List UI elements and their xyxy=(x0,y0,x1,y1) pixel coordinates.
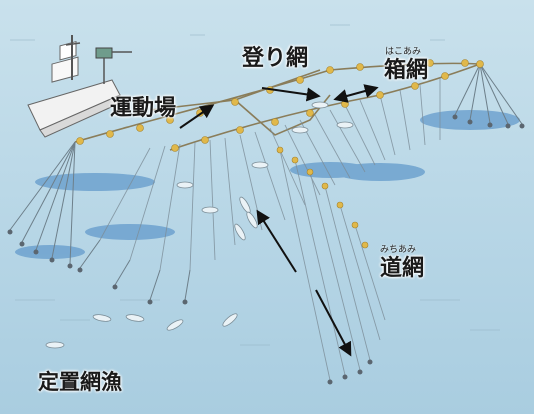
arrow-up-michiami xyxy=(256,209,297,273)
arrow-to-noboriami xyxy=(179,104,215,129)
fishing-boat-icon xyxy=(27,35,132,138)
net-mesh xyxy=(99,78,441,381)
label-undoba: 運動場 xyxy=(110,96,177,121)
flow-arrows xyxy=(179,84,379,357)
label-hakoami-ruby: はこあみ xyxy=(385,47,422,57)
label-michiami-ruby: みちあみ xyxy=(380,245,417,255)
floats xyxy=(76,59,484,249)
label-hakoami: 箱網 xyxy=(384,58,429,83)
arrow-hakoami-both xyxy=(333,84,379,103)
label-noboriami: 登り網 xyxy=(242,46,309,71)
fish-icon xyxy=(45,101,354,349)
label-michiami: 道網 xyxy=(380,256,425,281)
anchor-weight-icon xyxy=(7,114,525,385)
seaweed-patches xyxy=(15,110,520,259)
arrow-to-hakoami xyxy=(261,87,321,102)
background-sketch xyxy=(10,24,500,346)
arrow-down-michiami xyxy=(315,289,352,357)
diagram-title: 定置網漁 xyxy=(38,370,122,394)
mooring-lines xyxy=(9,63,523,301)
